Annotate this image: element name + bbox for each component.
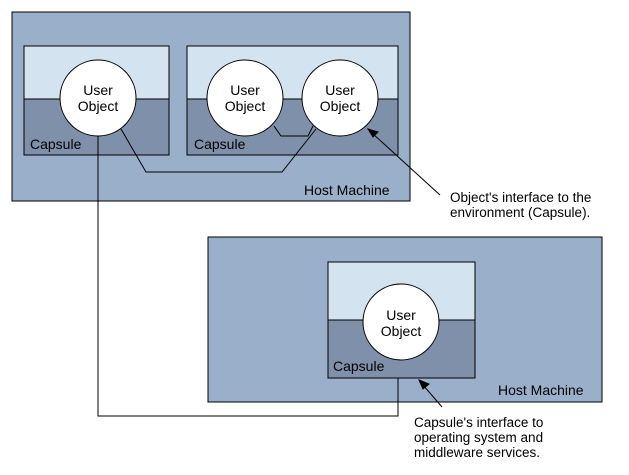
arrowhead-icon: [418, 379, 430, 390]
user-object-3: User Object: [301, 59, 379, 137]
svg-text:middleware services.: middleware services.: [414, 445, 540, 460]
host-machine-label: Host Machine: [304, 182, 390, 198]
svg-text:User: User: [325, 82, 355, 98]
user-object-4: User Object: [362, 283, 440, 361]
svg-text:User: User: [83, 82, 113, 98]
svg-text:Object: Object: [320, 98, 361, 114]
svg-text:Object: Object: [381, 323, 422, 339]
annotation-arrow-1: [371, 132, 441, 196]
annotation-1: Object's interface to the environment (C…: [450, 190, 591, 220]
svg-text:User: User: [386, 307, 416, 323]
svg-text:environment (Capsule).: environment (Capsule).: [450, 205, 590, 220]
host-machine-label: Host Machine: [498, 382, 584, 398]
svg-text:Object: Object: [225, 98, 266, 114]
svg-text:User: User: [230, 82, 260, 98]
capsule-label: Capsule: [30, 136, 82, 152]
annotation-arrow-2: [422, 384, 443, 408]
annotation-2: Capsule's interface to operating system …: [414, 415, 543, 460]
svg-text:Capsule's interface to: Capsule's interface to: [414, 415, 543, 430]
capsule-label: Capsule: [194, 136, 246, 152]
svg-text:Object: Object: [78, 98, 119, 114]
user-object-1: User Object: [59, 59, 137, 137]
svg-text:Object's interface to the: Object's interface to the: [450, 190, 591, 205]
user-object-2: User Object: [206, 59, 284, 137]
arrowhead-icon: [366, 128, 379, 138]
capsule-label: Capsule: [333, 358, 385, 374]
connector-line-object2-object3: [273, 125, 314, 137]
svg-text:operating system and: operating system and: [414, 430, 543, 445]
connector-line-host1-internal: [120, 128, 317, 173]
connector-line-between-hosts: [97, 136, 399, 417]
